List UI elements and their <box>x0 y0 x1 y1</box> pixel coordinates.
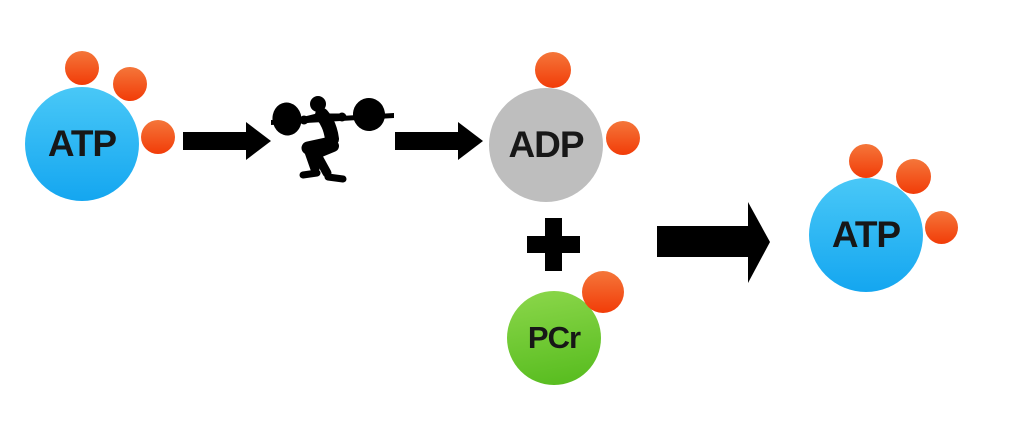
phosphate-icon <box>65 51 99 85</box>
plus-horizontal-bar <box>527 236 580 253</box>
pcr-label: PCr <box>527 320 581 355</box>
phosphate-icon <box>849 144 883 178</box>
atp-left-label: ATP <box>47 123 117 164</box>
big-right-arrow-icon <box>657 202 770 283</box>
arrow-shaft <box>183 132 249 150</box>
plus-operator-icon <box>527 218 580 271</box>
arrow-shaft <box>657 226 750 257</box>
phosphate-icon <box>141 120 175 154</box>
atp-left-ball: ATP <box>25 87 139 201</box>
atp-right-label: ATP <box>831 214 901 255</box>
phosphate-icon <box>582 271 624 313</box>
right-arrow-icon <box>183 122 273 160</box>
right-arrow-icon <box>395 122 485 160</box>
arrow-head <box>246 122 271 160</box>
adp-label: ADP <box>508 124 584 165</box>
arrow-head <box>748 202 770 283</box>
phosphate-icon <box>925 211 958 244</box>
phosphate-icon <box>113 67 147 101</box>
adp-ball: ADP <box>489 88 603 202</box>
pcr-ball: PCr <box>507 291 601 385</box>
phosphate-icon <box>535 52 571 88</box>
phosphate-icon <box>606 121 640 155</box>
atp-right-ball: ATP <box>809 178 923 292</box>
arrow-head <box>458 122 483 160</box>
weightlifter-squat-icon <box>271 96 394 183</box>
arrow-shaft <box>395 132 461 150</box>
phosphate-icon <box>896 159 931 194</box>
